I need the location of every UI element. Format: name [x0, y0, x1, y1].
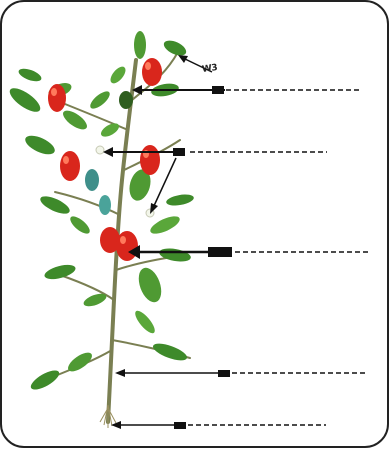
plant-leaves [6, 31, 194, 393]
pointer-top-fruit-cluster [132, 55, 362, 95]
small-mark-label: W3 [201, 63, 217, 75]
pointer-root [111, 421, 326, 429]
pointer-stem [115, 369, 368, 377]
